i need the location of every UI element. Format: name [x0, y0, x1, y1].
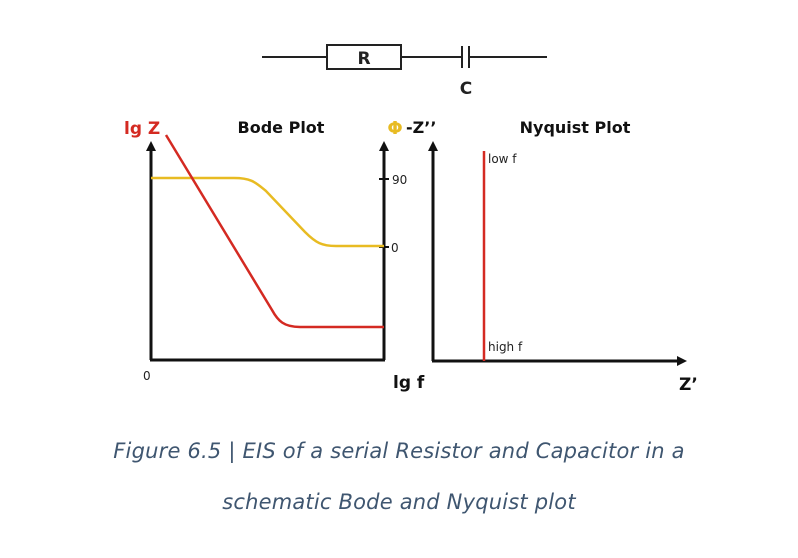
bode-y-left-label: lg Z — [124, 119, 160, 139]
bode-x-label: lg f — [393, 373, 425, 393]
bode-tick-label-0: 0 — [391, 241, 399, 255]
nyquist-x-label: Z’ — [679, 375, 698, 395]
circuit-schematic: R C — [262, 44, 547, 99]
bode-plot: Bode Plot lg Z Φ 90 0 0 lg f — [124, 118, 425, 393]
eis-diagram: R C Bode Plot lg Z Φ 90 0 0 lg f -Z’’ Ny… — [124, 44, 698, 395]
figure-caption-line-1: Figure 6.5 | EIS of a serial Resistor an… — [113, 439, 685, 463]
nyquist-title: Nyquist Plot — [520, 118, 631, 137]
figure-caption-line-2: schematic Bode and Nyquist plot — [222, 490, 576, 514]
bode-phase-curve — [151, 176, 384, 248]
bode-origin-label: 0 — [143, 369, 151, 383]
bode-impedance-curve — [164, 134, 384, 329]
bode-y-right-label: Φ — [387, 118, 402, 139]
resistor-label: R — [357, 49, 370, 69]
bode-title: Bode Plot — [238, 118, 325, 137]
nyquist-plot: -Z’’ Nyquist Plot low f high f Z’ — [406, 118, 698, 395]
capacitor-label: C — [460, 79, 472, 99]
nyquist-low-label: low f — [488, 152, 517, 166]
nyquist-high-label: high f — [488, 340, 523, 354]
bode-tick-label-90: 90 — [392, 173, 407, 187]
nyquist-y-label: -Z’’ — [406, 118, 436, 137]
